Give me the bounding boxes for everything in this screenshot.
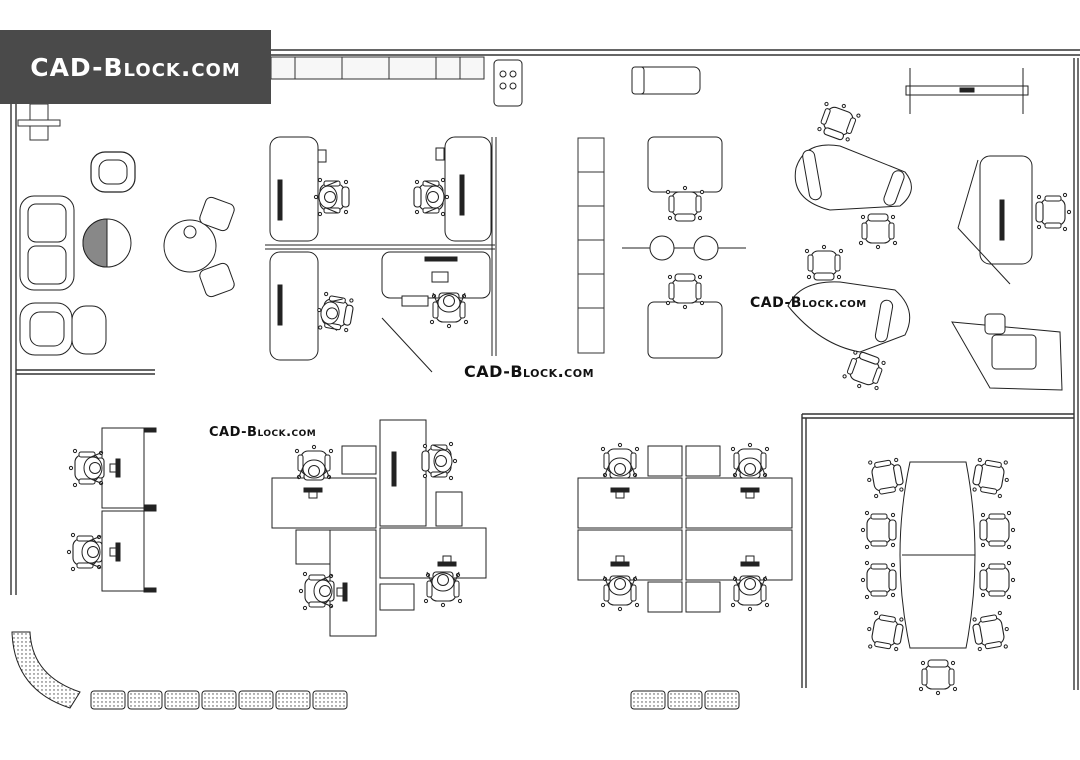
- round-table-icon: [82, 218, 132, 268]
- conference-table-icon: [899, 461, 976, 649]
- workstation-cluster-1: [265, 136, 497, 373]
- copier: [493, 59, 523, 107]
- logo-text: CAD-Block.com: [30, 52, 241, 82]
- lounge-area: [19, 151, 235, 356]
- sofa-icon: [19, 195, 75, 291]
- monitor-icon: [277, 174, 465, 326]
- partition-wall-icon: [577, 137, 605, 354]
- conference-room: [860, 455, 1016, 696]
- cafe-table: [163, 196, 235, 298]
- armchair-icon: [90, 151, 136, 193]
- printer-cart: [631, 66, 701, 95]
- workstation-cluster-2: [66, 427, 157, 593]
- collab-tables: [787, 97, 912, 395]
- bench-desks: [622, 136, 746, 359]
- walls: [10, 49, 1080, 690]
- watermark-center: CAD-Block.com: [464, 362, 595, 381]
- watermark-left: CAD-Block.com: [209, 425, 317, 440]
- workstation-cluster-3: [271, 419, 487, 637]
- ottoman-bench-icon: [11, 631, 740, 710]
- brand-logo: CAD-Block.com: [0, 30, 271, 104]
- standing-desk-top: [905, 68, 1029, 114]
- top-storage-cabinets: [270, 56, 485, 80]
- door-frame: [17, 103, 61, 141]
- watermark-right: CAD-Block.com: [750, 295, 867, 311]
- workstation-cluster-4: [577, 442, 793, 613]
- double-armchair: [19, 302, 107, 356]
- corner-workstation: [951, 155, 1072, 391]
